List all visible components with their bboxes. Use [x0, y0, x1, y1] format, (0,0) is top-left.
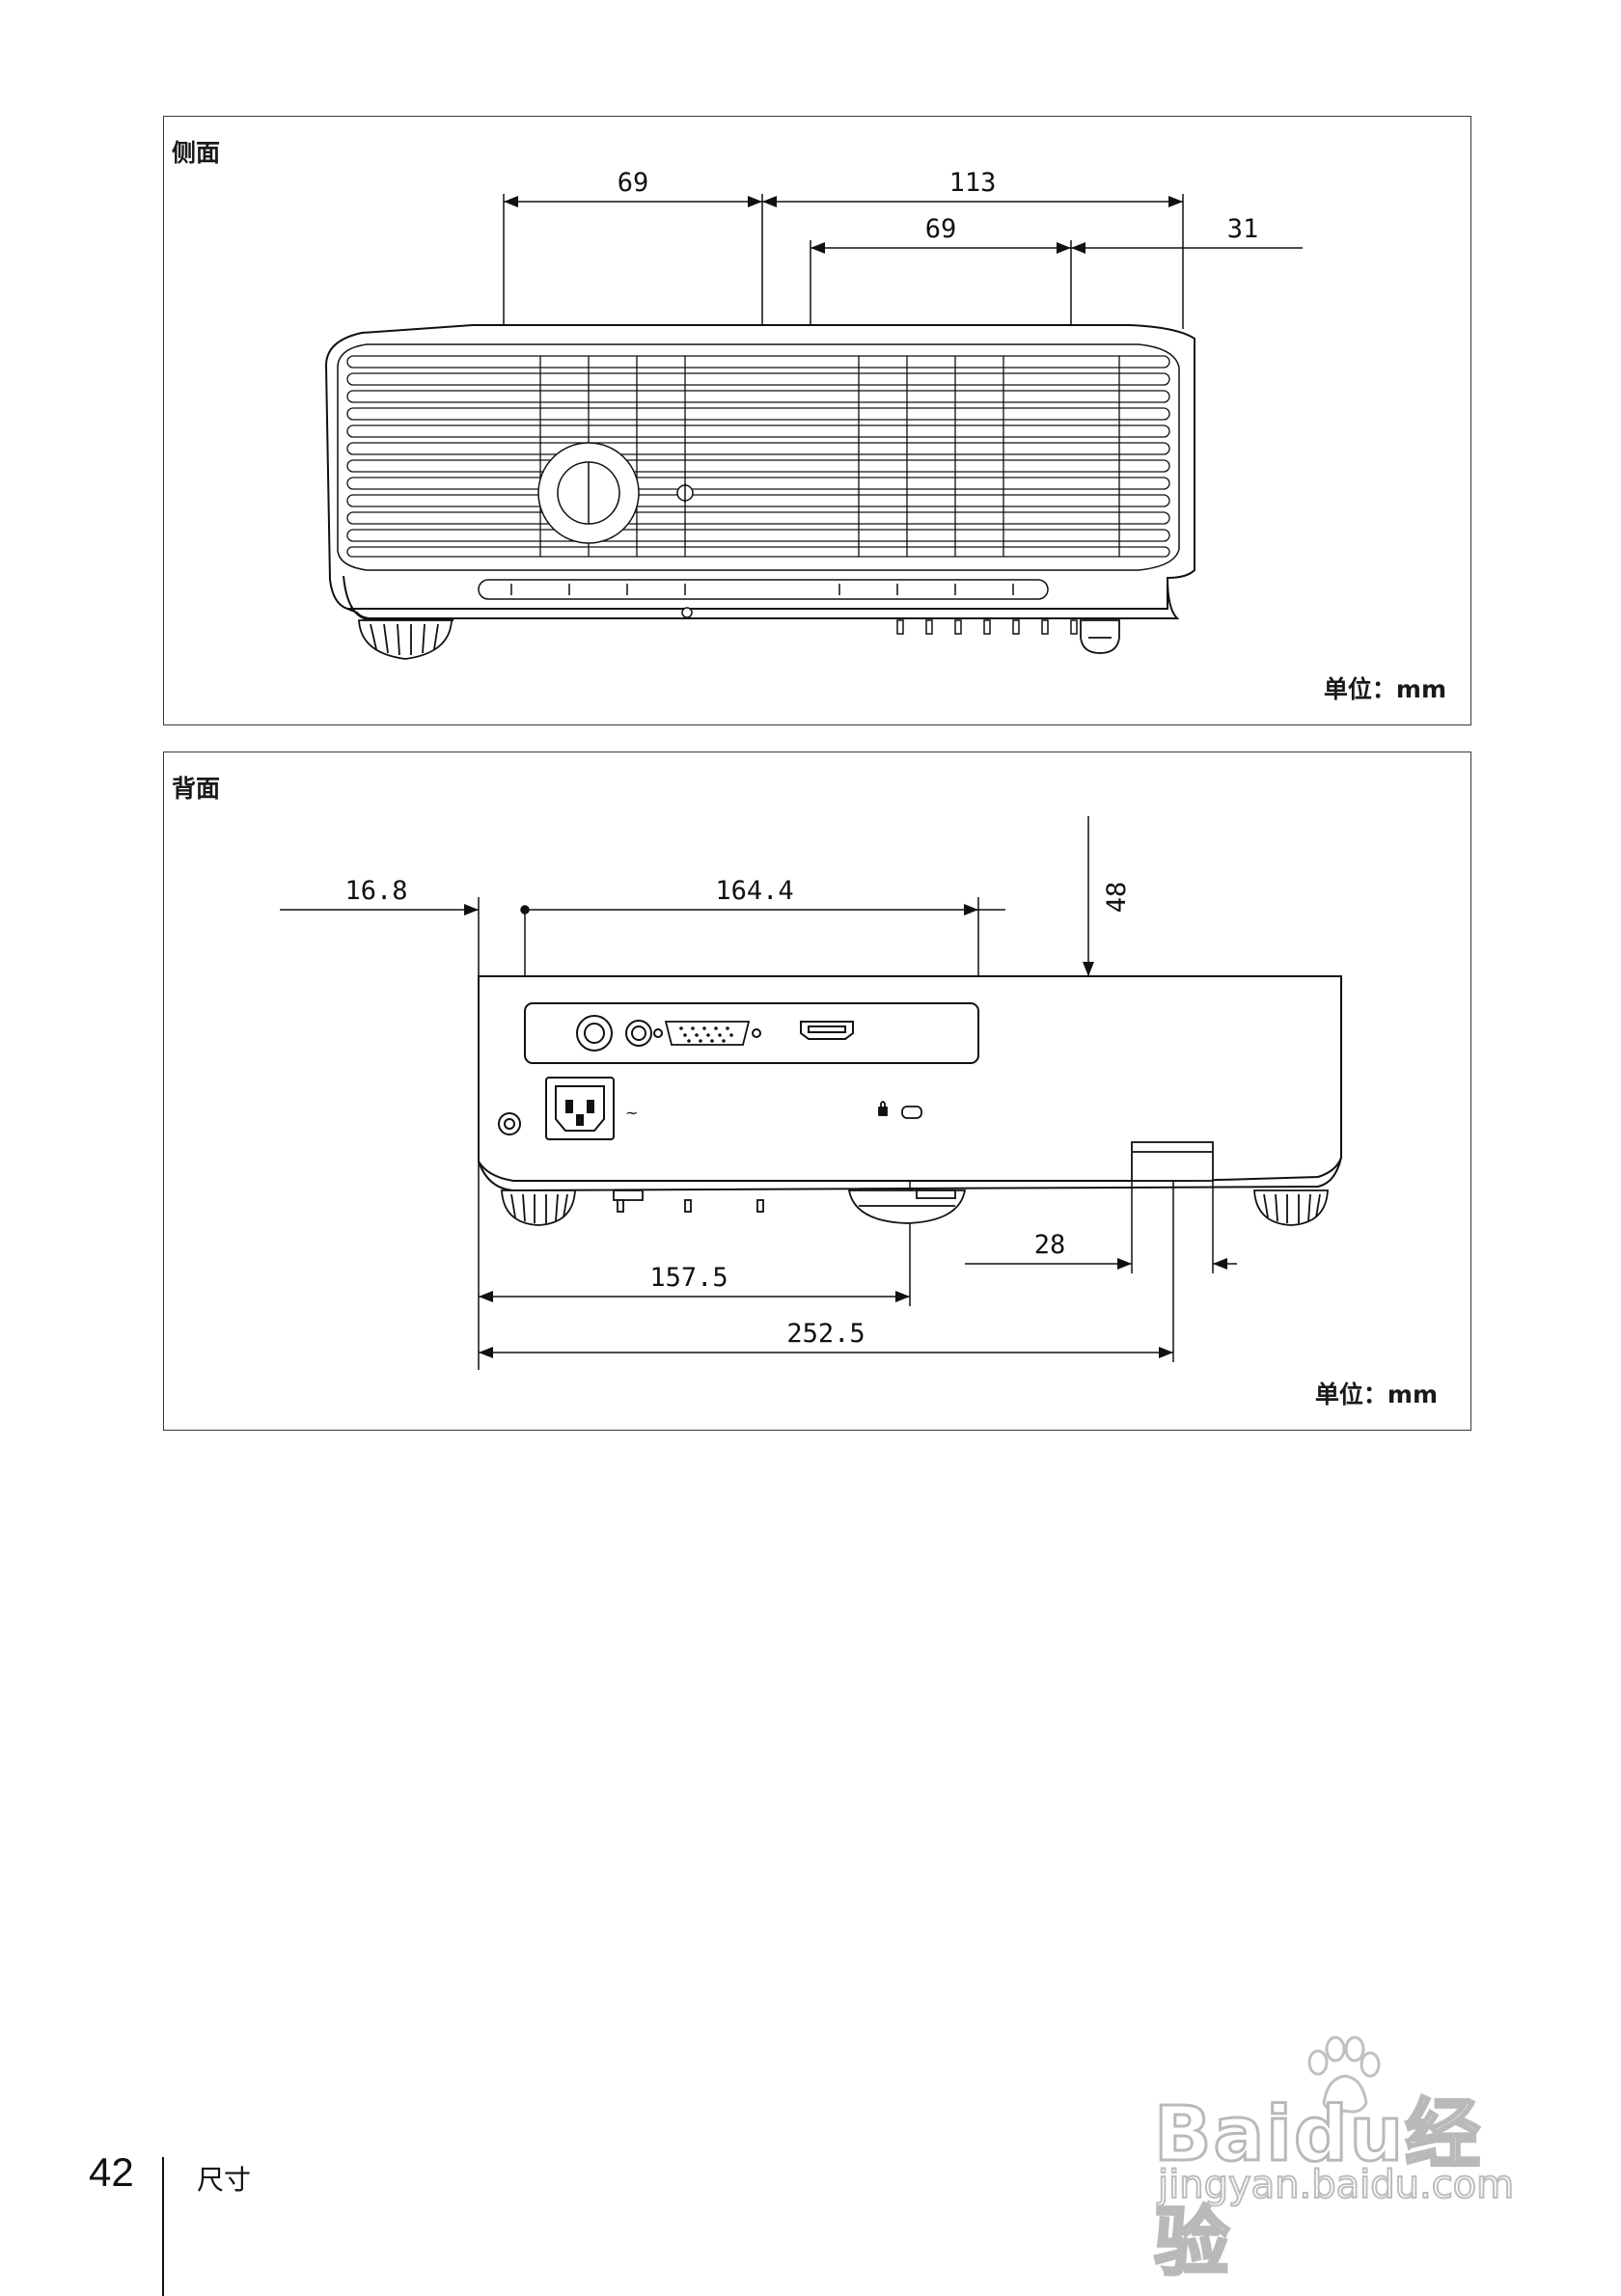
rear-dim-164-4: 164.4 — [715, 876, 793, 906]
side-dim-69-a: 69 — [618, 168, 649, 198]
footer-divider — [162, 2157, 164, 2296]
rear-view-panel: 背面 — [163, 752, 1471, 1431]
side-dim-113: 113 — [949, 168, 997, 198]
paw-icon — [1307, 2036, 1381, 2114]
side-view-panel: 侧面 — [163, 116, 1471, 725]
side-dim-69-b: 69 — [925, 214, 957, 244]
rear-adjuster-block — [1131, 1141, 1214, 1182]
vent-slats — [346, 355, 1170, 558]
rear-view-unit: 单位：mm — [1314, 1380, 1438, 1408]
rear-dim-252-5: 252.5 — [786, 1319, 865, 1349]
security-lock-slot — [878, 1101, 922, 1119]
section-name: 尺寸 — [197, 2164, 252, 2196]
rear-dim-157-5: 157.5 — [649, 1263, 728, 1293]
side-view-drawing: 69 113 69 31 — [324, 168, 1303, 660]
svg-text:~: ~ — [625, 1104, 638, 1122]
power-inlet: ~ — [545, 1077, 638, 1140]
rear-dim-16-8: 16.8 — [344, 876, 407, 906]
rear-feet — [501, 1189, 1329, 1226]
rear-view-drawing: ~ — [280, 816, 1342, 1370]
rear-view-title: 背面 — [172, 775, 221, 803]
rear-dim-28: 28 — [1034, 1230, 1066, 1260]
front-foot — [358, 619, 453, 660]
page-number: 42 — [89, 2149, 134, 2195]
side-dim-31: 31 — [1227, 214, 1259, 244]
bottom-strip — [478, 579, 1078, 635]
watermark-url-text: jingyan.baidu.com — [1157, 2162, 1515, 2208]
watermark-main-text: Baidu经验 — [1153, 2091, 1483, 2288]
connector-panel — [524, 1002, 979, 1064]
baidu-watermark: Baidu经验 jingyan.baidu.com — [1153, 2036, 1559, 2288]
side-view-unit: 单位：mm — [1323, 675, 1446, 703]
side-view-title: 侧面 — [172, 139, 221, 167]
rear-dim-48: 48 — [1102, 882, 1132, 914]
projector-side-body — [324, 324, 1195, 621]
rear-foot — [1080, 619, 1120, 654]
focus-dial — [537, 442, 694, 544]
ir-receiver — [498, 1112, 521, 1135]
